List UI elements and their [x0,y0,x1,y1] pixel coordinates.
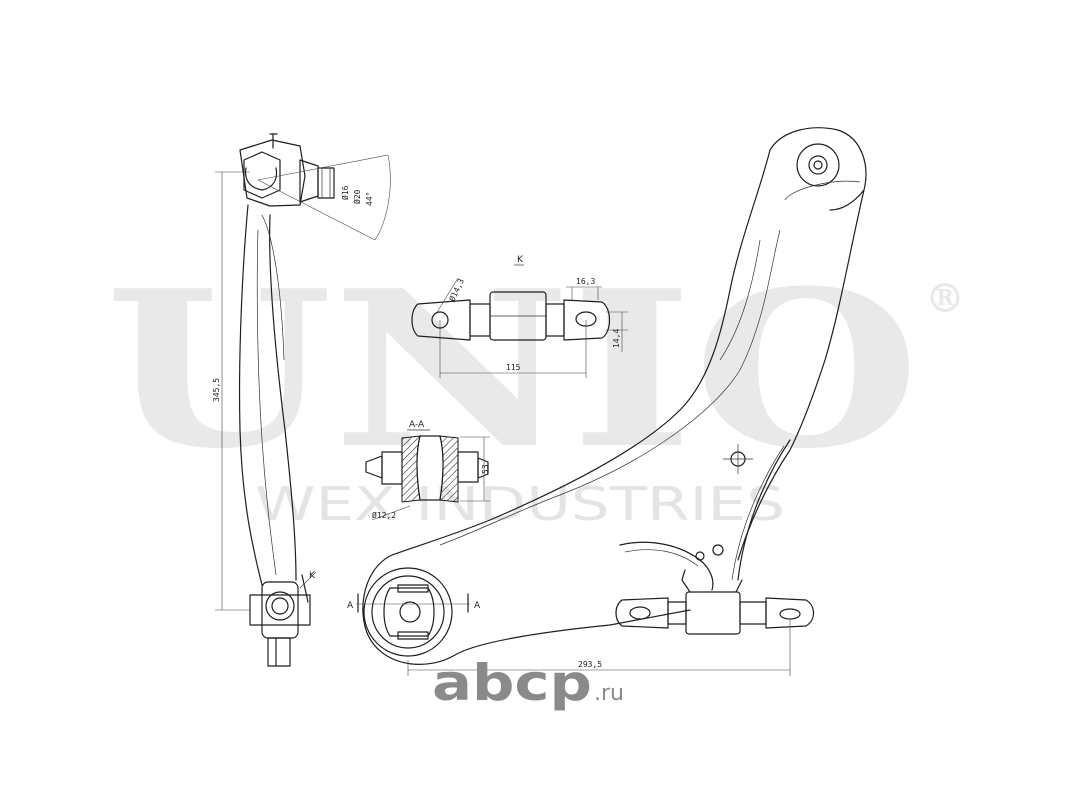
section-a-a: A-A 53 Ø12,2 [365,420,490,521]
dim-cone-angle: 44° [365,192,374,206]
label-view-k-arrow: K [309,571,316,581]
dim-ball-stud-d2: Ø20 [352,189,362,204]
label-arrow-a-left: A [347,601,354,611]
dim-ball-stud-d1: Ø16 [340,185,350,200]
label-arrow-a-right: A [474,601,481,611]
dim-section-height: 53 [481,464,490,474]
dim-bracket-height: 14,4 [612,329,621,348]
main-view-control-arm: A A 293,5 [347,127,867,676]
dim-overall-length: 345,5 [212,378,221,402]
site-badge: abcp .ru [432,654,624,712]
watermark-registered-mark: ® [925,275,965,322]
dim-bushing-span: 115 [506,363,521,372]
watermark-subtitle: WEX INDUSTRIES [255,477,785,531]
dim-section-bore: Ø12,2 [372,510,396,520]
site-badge-name: abcp [432,654,592,712]
side-view-arm: K 345,5 Ø16 Ø20 44° [212,133,391,667]
brand-watermark: UNIO ® WEX INDUSTRIES [105,243,965,531]
site-badge-tld: .ru [594,681,624,706]
label-view-k: K [517,255,524,265]
dim-bracket-width: 16,3 [576,277,595,286]
label-section-a-a: A-A [409,420,425,430]
dim-arm-span: 293,5 [578,660,602,669]
